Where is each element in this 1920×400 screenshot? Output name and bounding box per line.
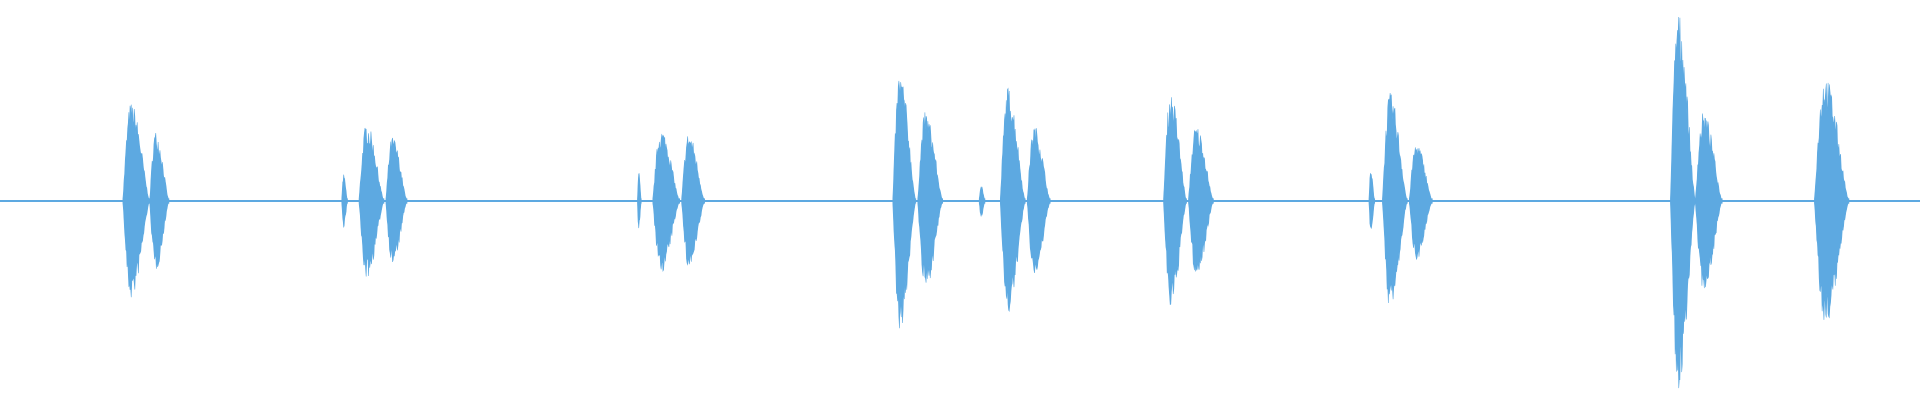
waveform-burst-1 <box>122 104 151 298</box>
waveform-burst-12 <box>1000 87 1026 313</box>
waveform-burst-14 <box>1163 97 1187 306</box>
waveform-burst-5 <box>385 137 408 263</box>
waveform-burst-19 <box>1670 16 1696 389</box>
waveform-burst-18 <box>1408 147 1433 260</box>
waveform-burst-3 <box>341 174 348 228</box>
waveform-bursts <box>122 16 1850 389</box>
waveform-burst-10 <box>917 112 944 283</box>
waveform-burst-20 <box>1695 113 1723 289</box>
waveform-burst-11 <box>978 186 986 217</box>
waveform-burst-15 <box>1188 129 1214 272</box>
waveform-burst-21 <box>1814 82 1850 320</box>
waveform-burst-13 <box>1026 128 1051 274</box>
waveform-burst-2 <box>149 133 170 269</box>
waveform-burst-7 <box>652 133 680 273</box>
waveform-burst-9 <box>892 80 917 329</box>
waveform-burst-16 <box>1368 172 1376 229</box>
waveform-burst-6 <box>637 172 642 229</box>
waveform-burst-8 <box>681 136 705 266</box>
waveform-burst-17 <box>1382 92 1408 303</box>
waveform-burst-4 <box>358 127 385 277</box>
